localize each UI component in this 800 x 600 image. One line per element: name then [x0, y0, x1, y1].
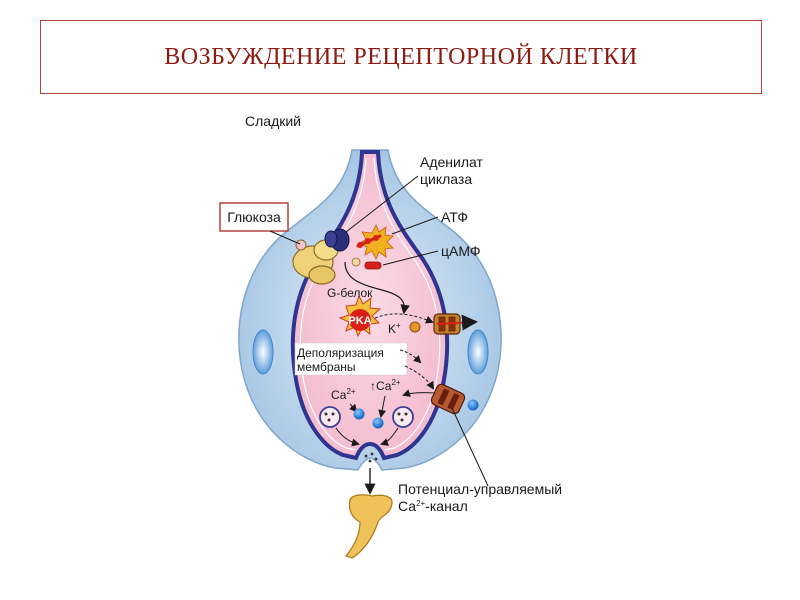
- adenylate-cyclase-pointer: [345, 175, 419, 233]
- camp-molecule: [364, 261, 382, 270]
- ca-ion-inside-2: [372, 417, 384, 429]
- right-nucleus: [467, 329, 489, 375]
- receptor-cell-membrane-inner: [299, 157, 367, 451]
- glucose-label: Глюкоза: [227, 209, 281, 225]
- ca-label-mid: ↑Са2+: [370, 378, 401, 393]
- adenylate-cyclase-label-line1: Аденилат: [420, 154, 483, 170]
- vesicle-right: [392, 406, 414, 428]
- atp-pointer: [391, 216, 439, 235]
- adenylate-cyclase-label-line2: циклаза: [420, 171, 472, 187]
- g-protein-arrow: [344, 261, 410, 315]
- k-ion: [409, 321, 421, 333]
- channel-pointer: [451, 407, 489, 487]
- atp-molecule: [356, 224, 394, 260]
- sweet-label: Сладкий: [245, 113, 301, 129]
- page-title: ВОЗБУЖДЕНИЕ РЕЦЕПТОРНОЙ КЛЕТКИ: [164, 43, 638, 70]
- camp-phosphate-icon: [351, 257, 361, 267]
- pka-label: PKA: [348, 315, 371, 327]
- nerve-ending: [344, 494, 393, 559]
- k-channel: [433, 313, 478, 335]
- glucose-box: [219, 202, 289, 232]
- depolarization-box: [294, 342, 408, 376]
- vesicle-left: [319, 406, 341, 428]
- receptor-protein: [292, 239, 339, 285]
- exocytosis-arrow-left: [335, 427, 360, 447]
- neurotransmitter-dots: [364, 452, 378, 463]
- title-box: ВОЗБУЖДЕНИЕ РЕЦЕПТОРНОЙ КЛЕТКИ: [40, 20, 762, 94]
- k-ion-label: K+: [388, 321, 401, 336]
- ca-label-left: Са2+: [331, 387, 356, 402]
- ca-arrow-mid: [378, 395, 387, 418]
- depolarization-label-line2: мембраны: [297, 360, 356, 374]
- atp-label: АТФ: [441, 209, 468, 225]
- pka-kinase: [338, 294, 382, 338]
- left-nucleus: [252, 329, 274, 375]
- g-protein-label: G-белок: [327, 286, 373, 300]
- ca-ion-inside-1: [353, 408, 365, 420]
- ca-inflow-arrow: [402, 389, 436, 397]
- depolarization-label-line1: Деполяризация: [297, 346, 384, 360]
- exocytosis-arrow-right: [380, 427, 399, 446]
- ca-arrow-left: [349, 403, 358, 413]
- glucose-pointer: [269, 230, 301, 245]
- adenylate-cyclase-protein: [324, 228, 350, 252]
- camp-pointer: [382, 250, 439, 266]
- ca-ion-outside: [467, 399, 479, 411]
- pka-to-k-arrow: [374, 313, 434, 324]
- camp-label: цАМФ: [441, 243, 481, 259]
- depol-arrow-1: [399, 349, 422, 364]
- channel-label-line1: Потенциал-управляемый: [398, 481, 562, 497]
- channel-label-line2: Са2+-канал: [398, 498, 468, 514]
- ca-channel: [430, 383, 466, 415]
